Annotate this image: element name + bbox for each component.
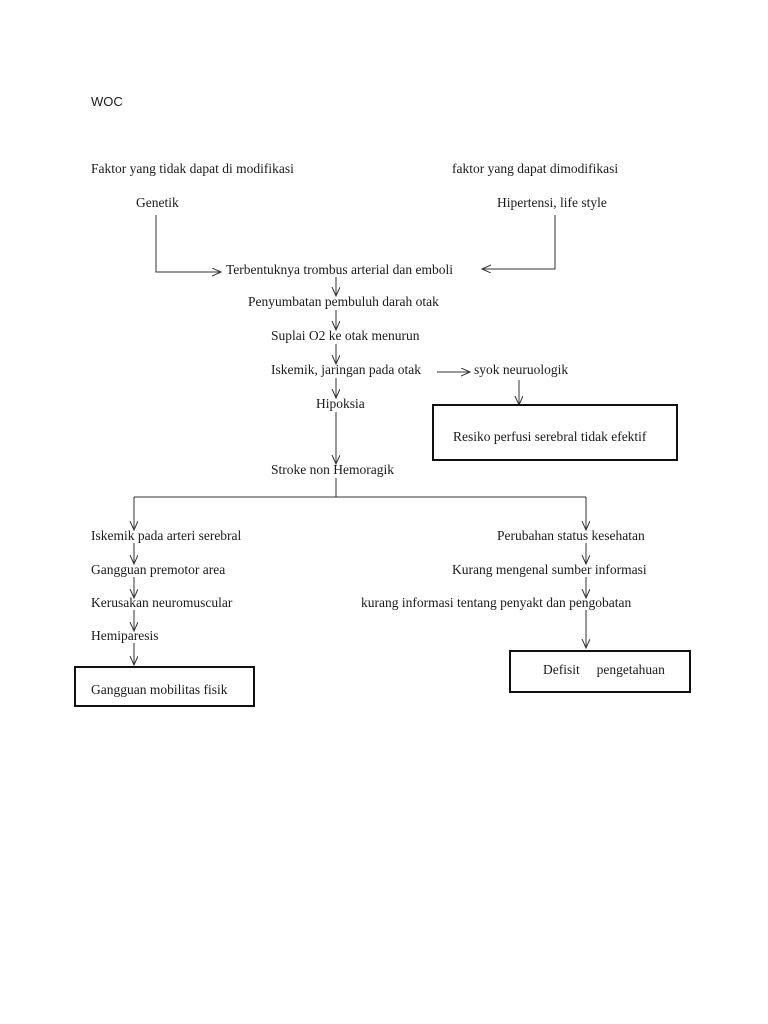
- node-genetik: Genetik: [136, 195, 179, 210]
- box-resiko-perfusi: Resiko perfusi serebral tidak efektif: [432, 404, 678, 461]
- arrow-genetik-to-trombus: [155, 215, 221, 272]
- node-hemiparesis: Hemiparesis: [91, 628, 159, 643]
- node-syok: syok neuruologik: [474, 362, 569, 377]
- node-trombus: Terbentuknya trombus arterial dan emboli: [226, 262, 453, 277]
- node-kurang-mengenal: Kurang mengenal sumber informasi: [452, 562, 647, 577]
- node-hipoksia: Hipoksia: [316, 396, 365, 411]
- left-header: Faktor yang tidak dapat di modifikasi: [91, 161, 294, 176]
- node-iskemik-arteri: Iskemik pada arteri serebral: [91, 528, 242, 543]
- node-stroke: Stroke non Hemoragik: [271, 462, 394, 477]
- node-hipertensi: Hipertensi, life style: [497, 195, 607, 210]
- page-title: WOC: [91, 94, 123, 109]
- node-kurang-informasi: kurang informasi tentang penyakt dan pen…: [361, 595, 632, 610]
- arrow-hipertensi-to-trombus: [482, 215, 556, 269]
- box-resiko-perfusi-label: Resiko perfusi serebral tidak efektif: [453, 429, 647, 444]
- node-perubahan-status: Perubahan status kesehatan: [497, 528, 645, 543]
- box-defisit-pengetahuan: Defisit pengetahuan: [509, 650, 691, 693]
- node-suplai: Suplai O2 ke otak menurun: [271, 328, 420, 343]
- node-kerusakan-neuromuscular: Kerusakan neuromuscular: [91, 595, 233, 610]
- box-gangguan-mobilitas: Gangguan mobilitas fisik: [74, 666, 255, 707]
- node-penyumbatan: Penyumbatan pembuluh darah otak: [248, 294, 439, 309]
- box-gangguan-mobilitas-label: Gangguan mobilitas fisik: [91, 682, 228, 697]
- box-defisit-pengetahuan-label: Defisit pengetahuan: [543, 662, 665, 677]
- node-gangguan-premotor: Gangguan premotor area: [91, 562, 226, 577]
- node-iskemik: Iskemik, jaringan pada otak: [271, 362, 421, 377]
- right-header: faktor yang dapat dimodifikasi: [452, 161, 619, 176]
